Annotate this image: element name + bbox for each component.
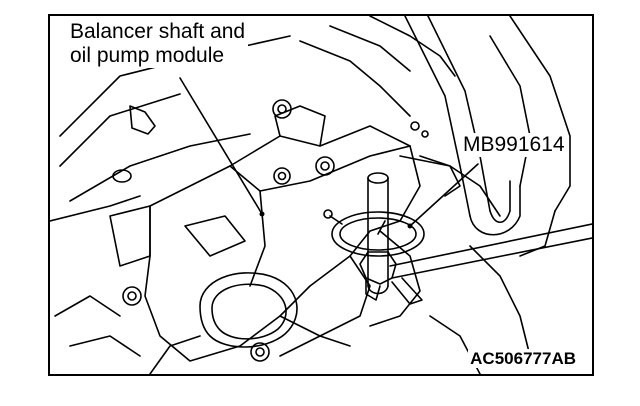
bolt-heads xyxy=(122,99,429,362)
module-callout: Balancer shaft and oil pump module xyxy=(68,20,249,69)
balancer-shaft-module xyxy=(109,105,421,362)
module-label-line2: oil pump module xyxy=(70,43,225,67)
tool-label: MB991614 xyxy=(460,133,568,157)
leader-dot-module xyxy=(259,211,265,217)
engine-illustration xyxy=(50,16,592,374)
figure-code: AC506777AB xyxy=(468,348,578,368)
special-tool xyxy=(323,172,592,305)
drive-belt xyxy=(404,16,571,257)
leader-line-module xyxy=(179,77,263,215)
illustration-frame: Balancer shaft and oil pump module MB991… xyxy=(48,14,594,376)
oil-pump-bore xyxy=(199,272,298,348)
leader-line-tool xyxy=(409,163,479,227)
module-label-line1: Balancer shaft and xyxy=(70,20,246,43)
leader-dot-tool xyxy=(407,223,413,229)
